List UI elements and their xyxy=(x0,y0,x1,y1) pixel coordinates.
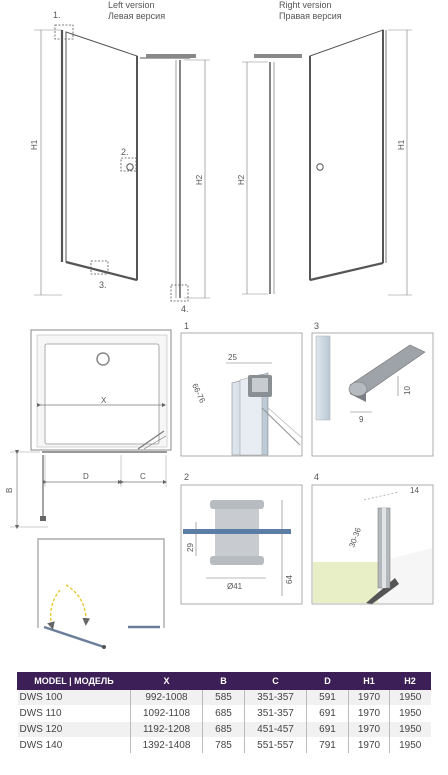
detail-4-dim-a: 14 xyxy=(410,486,419,495)
cell-d: 791 xyxy=(306,737,349,753)
table-row: DWS 110 1092-1108 685 351-357 691 1970 1… xyxy=(17,705,431,722)
header-x: X xyxy=(130,672,203,690)
cell-c: 351-357 xyxy=(244,689,307,706)
cell-x: 1192-1208 xyxy=(130,721,203,738)
cell-model: DWS 110 xyxy=(17,705,131,722)
plan-d-label: D xyxy=(83,472,89,481)
left-version-elevation: Left version Левая версия H1 H2 1. 2. 3.… xyxy=(30,0,210,314)
callout-2: 2. xyxy=(121,147,129,157)
cell-h2: 1950 xyxy=(389,689,431,706)
right-version-elevation: Right version Правая версия H2 H1 xyxy=(237,0,412,296)
cell-d: 691 xyxy=(306,705,349,722)
cell-x: 1092-1108 xyxy=(130,705,203,722)
right-h1-label: H1 xyxy=(397,139,406,150)
detail-2-dim-a: 29 xyxy=(186,543,195,552)
cell-d: 691 xyxy=(306,721,349,738)
table-row: DWS 120 1192-1208 685 451-457 691 1970 1… xyxy=(17,721,431,738)
header-model: MODEL | МОДЕЛЬ xyxy=(17,672,131,690)
plan-c-label: C xyxy=(140,472,146,481)
table-row: DWS 140 1392-1408 785 551-557 791 1970 1… xyxy=(17,737,431,753)
detail-3: 3 9 10 xyxy=(311,321,434,457)
detail-3-number: 3 xyxy=(314,321,319,331)
table-header-row: MODEL | МОДЕЛЬ X B C D H1 H2 xyxy=(17,672,431,690)
cell-d: 591 xyxy=(306,689,349,706)
plan-x-label: X xyxy=(101,396,107,405)
callout-1: 1. xyxy=(53,10,61,20)
left-version-title-en: Left version xyxy=(108,0,155,10)
header-b: B xyxy=(202,672,245,690)
right-version-title-en: Right version xyxy=(279,0,332,10)
detail-2: 2 Ø41 29 64 xyxy=(180,472,303,605)
header-h2: H2 xyxy=(389,672,431,690)
right-version-title-ru: Правая версия xyxy=(279,11,342,21)
detail-1-number: 1 xyxy=(184,321,189,331)
header-d: D xyxy=(306,672,349,690)
detail-3-dim-b: 9 xyxy=(359,415,364,424)
cell-b: 585 xyxy=(202,689,245,706)
detail-4: 4 14 30-36 xyxy=(311,472,434,605)
detail-1-dim-a: 25 xyxy=(228,353,237,362)
cell-b: 685 xyxy=(202,721,245,738)
cell-model: DWS 140 xyxy=(17,737,131,753)
left-h2-label: H2 xyxy=(195,174,204,185)
left-h1-label: H1 xyxy=(30,139,39,150)
cell-h1: 1970 xyxy=(348,689,390,706)
callout-3: 3. xyxy=(99,280,107,290)
header-h1: H1 xyxy=(348,672,390,690)
plan-view: X D C B xyxy=(5,329,172,530)
technical-drawing: Left version Левая версия H1 H2 1. 2. 3.… xyxy=(5,0,434,649)
cell-c: 451-457 xyxy=(244,721,307,738)
cell-h1: 1970 xyxy=(348,737,390,753)
detail-4-number: 4 xyxy=(314,472,319,482)
cell-model: DWS 120 xyxy=(17,721,131,738)
cell-h2: 1950 xyxy=(389,737,431,753)
cell-x: 1392-1408 xyxy=(130,737,203,753)
detail-3-dim-a: 10 xyxy=(403,386,412,395)
plan-b-label: B xyxy=(5,488,14,493)
left-version-title-ru: Левая версия xyxy=(108,11,165,21)
cell-h2: 1950 xyxy=(389,721,431,738)
cell-h1: 1970 xyxy=(348,705,390,722)
detail-2-number: 2 xyxy=(184,472,189,482)
cell-model: DWS 100 xyxy=(17,689,131,706)
cell-b: 785 xyxy=(202,737,245,753)
detail-1: 1 25 66-76 xyxy=(180,321,303,457)
cell-h2: 1950 xyxy=(389,705,431,722)
cell-x: 992-1008 xyxy=(130,689,203,706)
detail-2-dim-b: Ø41 xyxy=(227,582,243,591)
cell-c: 351-357 xyxy=(244,705,307,722)
detail-2-dim-c: 64 xyxy=(285,575,294,584)
header-c: C xyxy=(244,672,307,690)
door-swing-diagram xyxy=(37,538,165,649)
cell-h1: 1970 xyxy=(348,721,390,738)
table-row: DWS 100 992-1008 585 351-357 591 1970 19… xyxy=(17,689,431,706)
model-spec-table: MODEL | МОДЕЛЬ X B C D H1 H2 DWS 100 992… xyxy=(17,672,431,753)
cell-c: 551-557 xyxy=(244,737,307,753)
cell-b: 685 xyxy=(202,705,245,722)
right-h2-label: H2 xyxy=(237,174,246,185)
callout-4: 4. xyxy=(181,304,189,314)
